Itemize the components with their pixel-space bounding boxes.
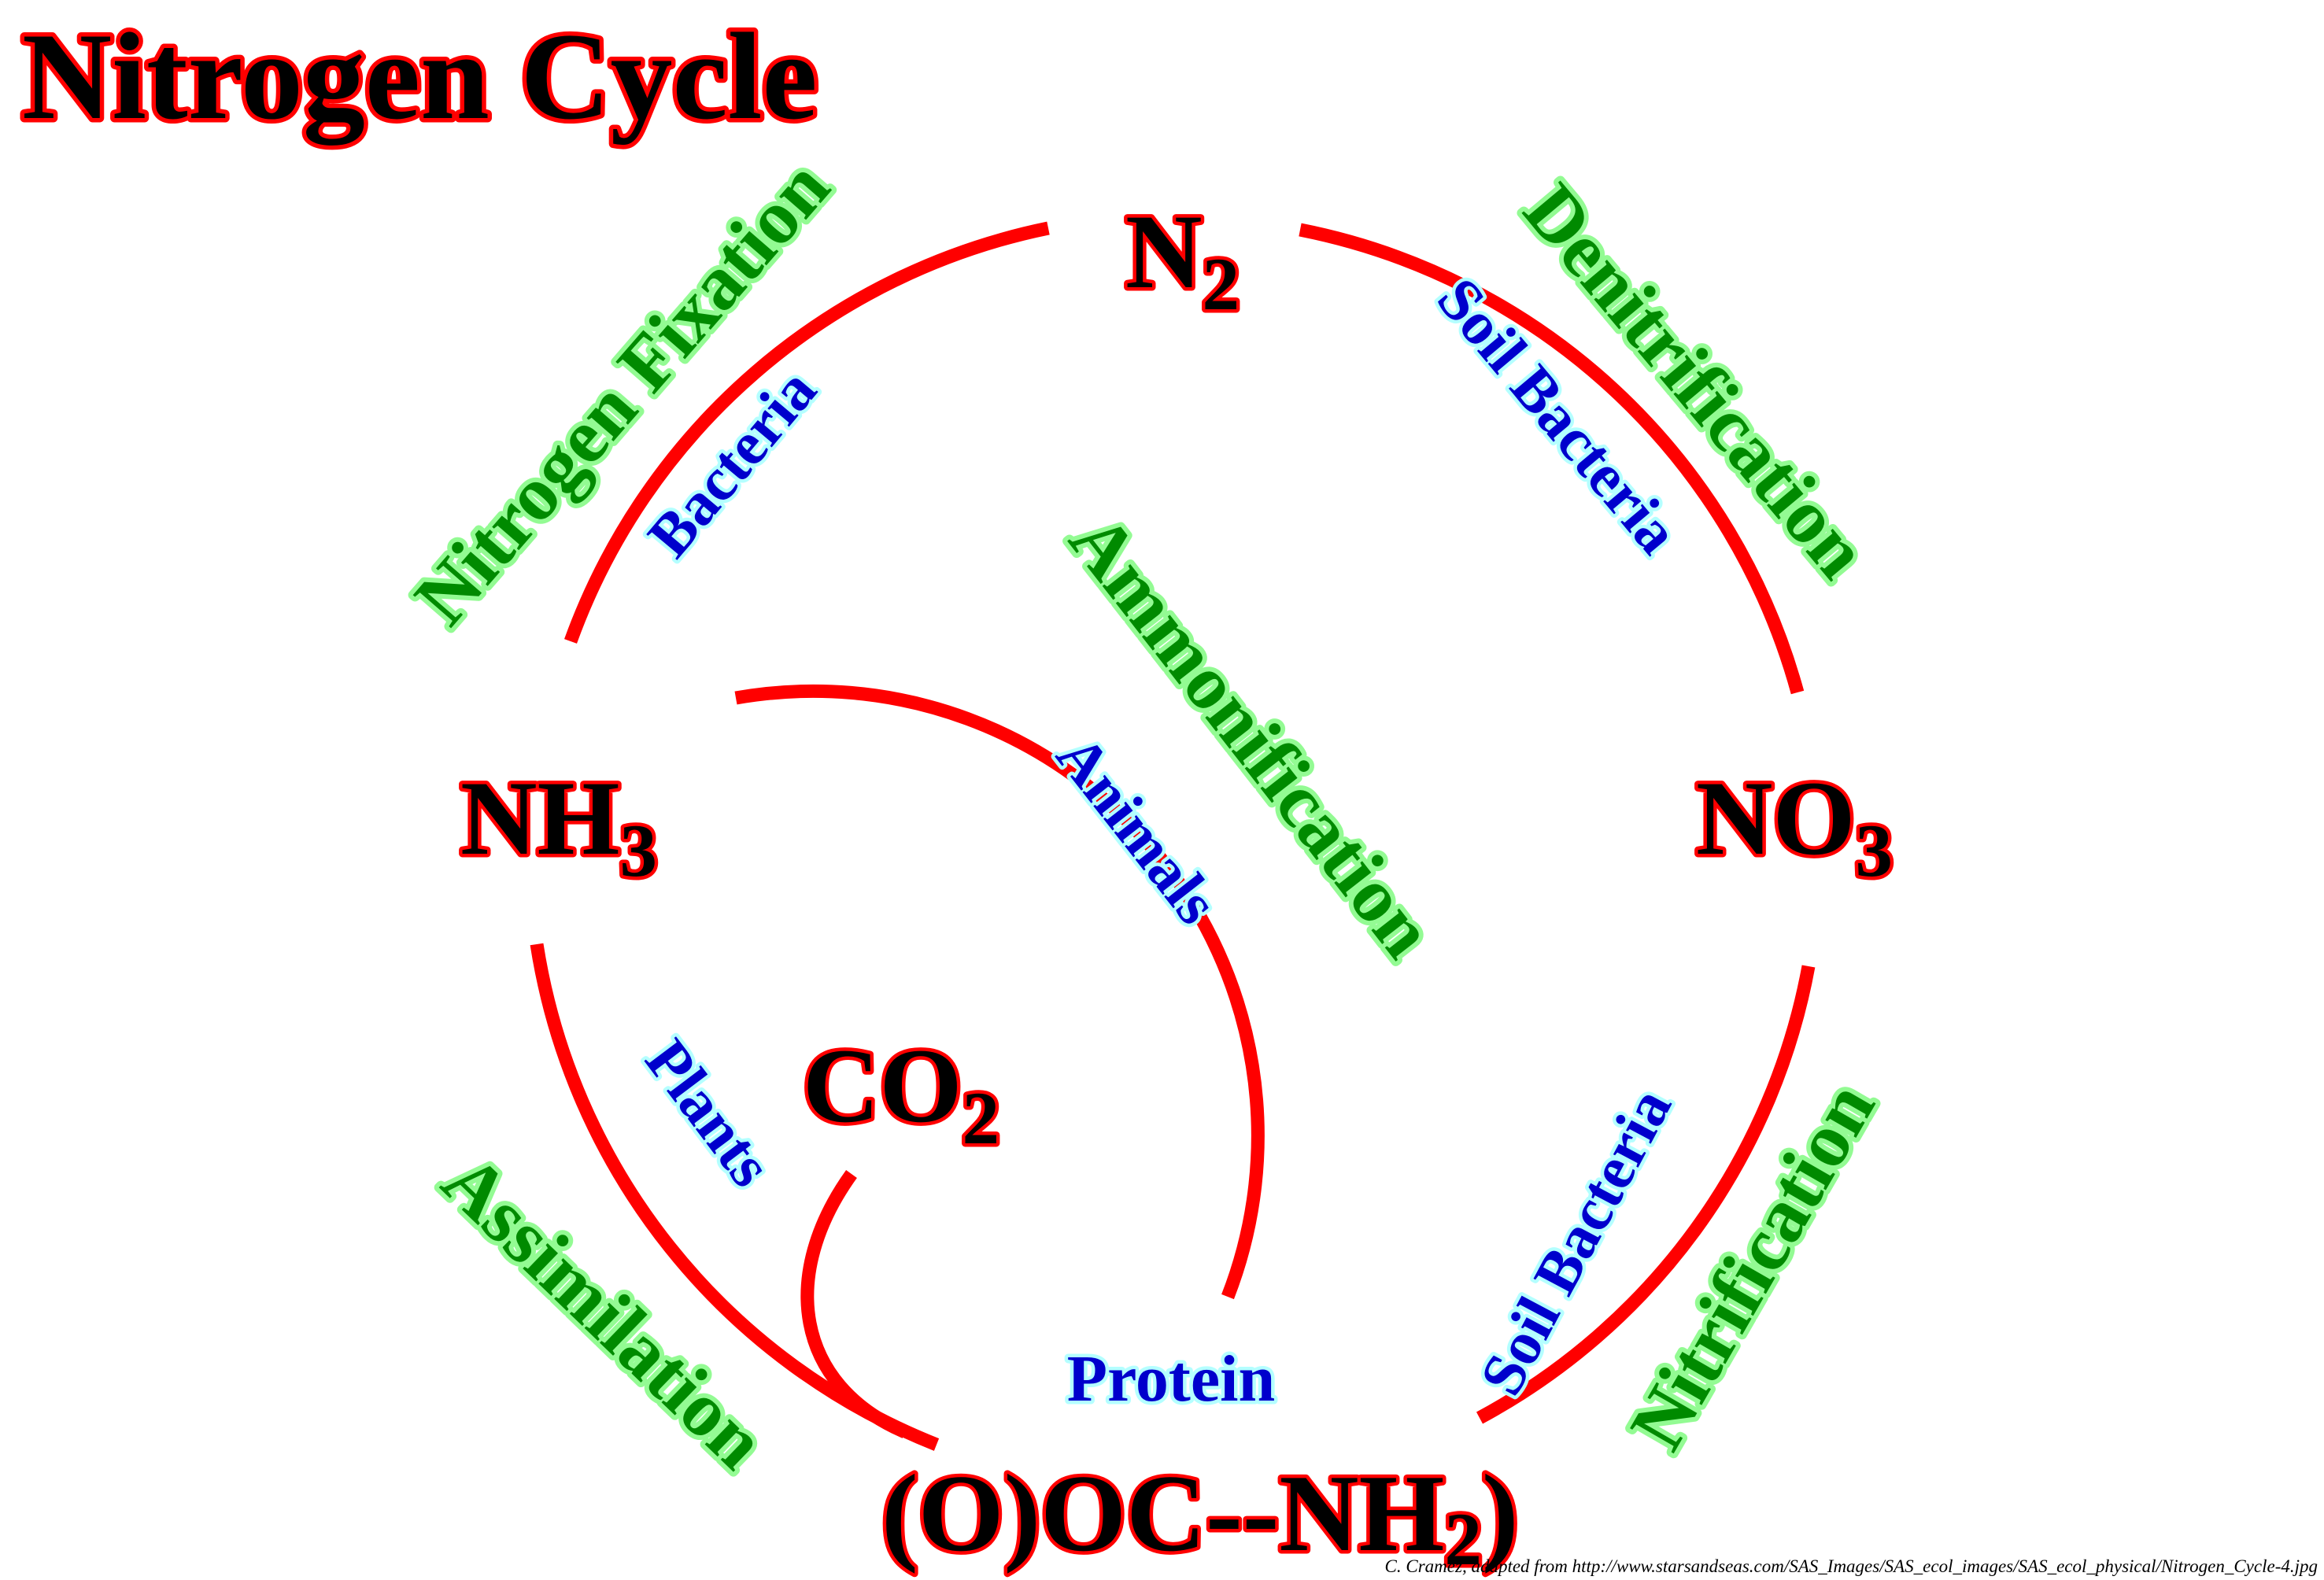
diagram-title: Nitrogen Cycle (22, 8, 818, 146)
image-credit: C. Cramez, adapted from http://www.stars… (1385, 1556, 2318, 1576)
arc-nitrification (1476, 965, 1816, 1424)
node-nh3: NH3 (460, 760, 657, 892)
label-protein: Protein (1067, 1342, 1275, 1416)
arc-nitrogen-fixation (564, 221, 1050, 644)
label-animals: Animals (1044, 722, 1232, 936)
arc-co2 (800, 1170, 908, 1438)
label-ammonification: Ammonification (1053, 499, 1450, 973)
node-co2: CO2 (803, 1028, 999, 1160)
node-n2: N2 (1125, 194, 1240, 326)
label-plants: Plants (633, 1027, 786, 1198)
node-organic-nitrogen: (O)OC--NH2) (881, 1453, 1519, 1580)
node-no3: NO3 (1696, 760, 1893, 892)
arc-denitrification (1299, 223, 1805, 695)
arc-ammonification (734, 684, 1265, 1300)
